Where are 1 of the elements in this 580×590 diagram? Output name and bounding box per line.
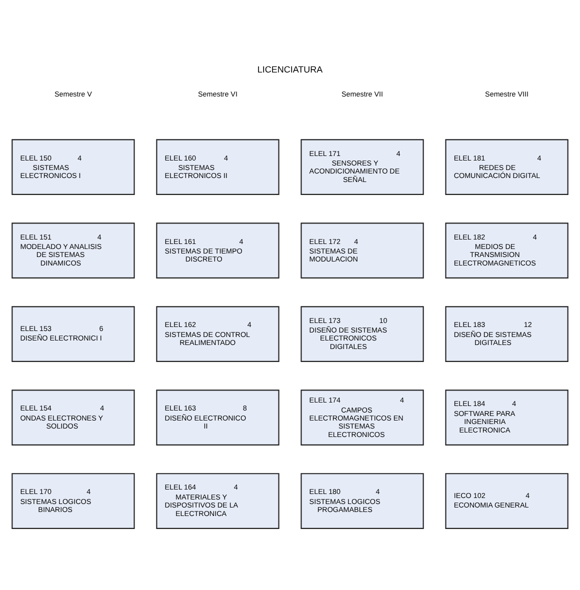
diagram-title: LICENCIATURA (257, 64, 323, 74)
